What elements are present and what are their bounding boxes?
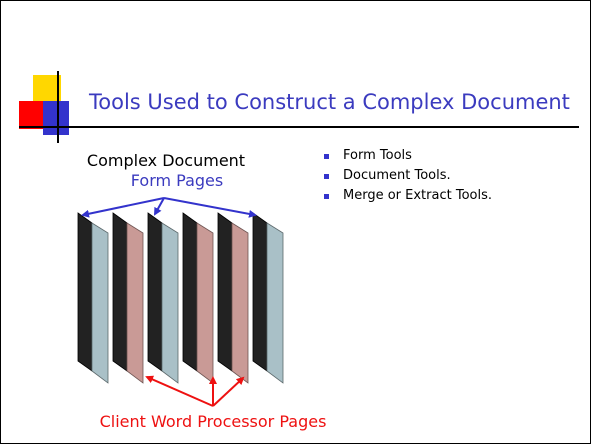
decor-red-square xyxy=(19,101,47,129)
client-page xyxy=(217,212,249,384)
decor-yellow-square xyxy=(33,75,61,103)
page-edge xyxy=(77,212,93,372)
bullet-text: Document Tools. xyxy=(343,168,451,183)
page-face xyxy=(231,222,249,384)
pages-group xyxy=(77,212,284,384)
page-edge xyxy=(217,212,233,372)
form-arrow-right xyxy=(163,197,257,218)
form-page xyxy=(77,212,109,384)
form-arrow-middle xyxy=(154,197,165,216)
page-edge xyxy=(112,212,128,372)
bullet-text: Merge or Extract Tools. xyxy=(343,188,492,203)
client-page xyxy=(182,212,214,384)
client-arrow-right xyxy=(212,376,245,407)
client-pages-arrows xyxy=(145,375,245,407)
form-pages-label: Form Pages xyxy=(131,171,223,190)
page-face xyxy=(161,222,179,384)
form-page xyxy=(147,212,179,384)
page-edge xyxy=(252,212,268,372)
bullet-item: Merge or Extract Tools. xyxy=(323,186,492,206)
client-arrow-left xyxy=(145,375,214,407)
bullet-item: Document Tools. xyxy=(323,166,492,186)
slide-title: Tools Used to Construct a Complex Docume… xyxy=(89,90,570,114)
client-page xyxy=(112,212,144,384)
page-edge xyxy=(147,212,163,372)
form-page xyxy=(252,212,284,384)
form-arrow-left xyxy=(81,197,165,218)
bullet-square-icon xyxy=(324,154,329,159)
diagram-heading: Complex Document xyxy=(87,151,245,170)
page-edge xyxy=(182,212,198,372)
decor-blue-square xyxy=(43,101,69,135)
form-pages-arrows xyxy=(81,197,257,218)
bullet-text: Form Tools xyxy=(343,148,412,163)
bullet-square-icon xyxy=(324,174,329,179)
page-face xyxy=(126,222,144,384)
page-face xyxy=(196,222,214,384)
bullet-square-icon xyxy=(324,194,329,199)
bullet-item: Form Tools xyxy=(323,146,492,166)
client-pages-label: Client Word Processor Pages xyxy=(100,412,327,431)
page-face xyxy=(266,222,284,384)
title-underline xyxy=(19,126,579,128)
decor-vertical-line xyxy=(57,71,59,143)
page-face xyxy=(91,222,109,384)
